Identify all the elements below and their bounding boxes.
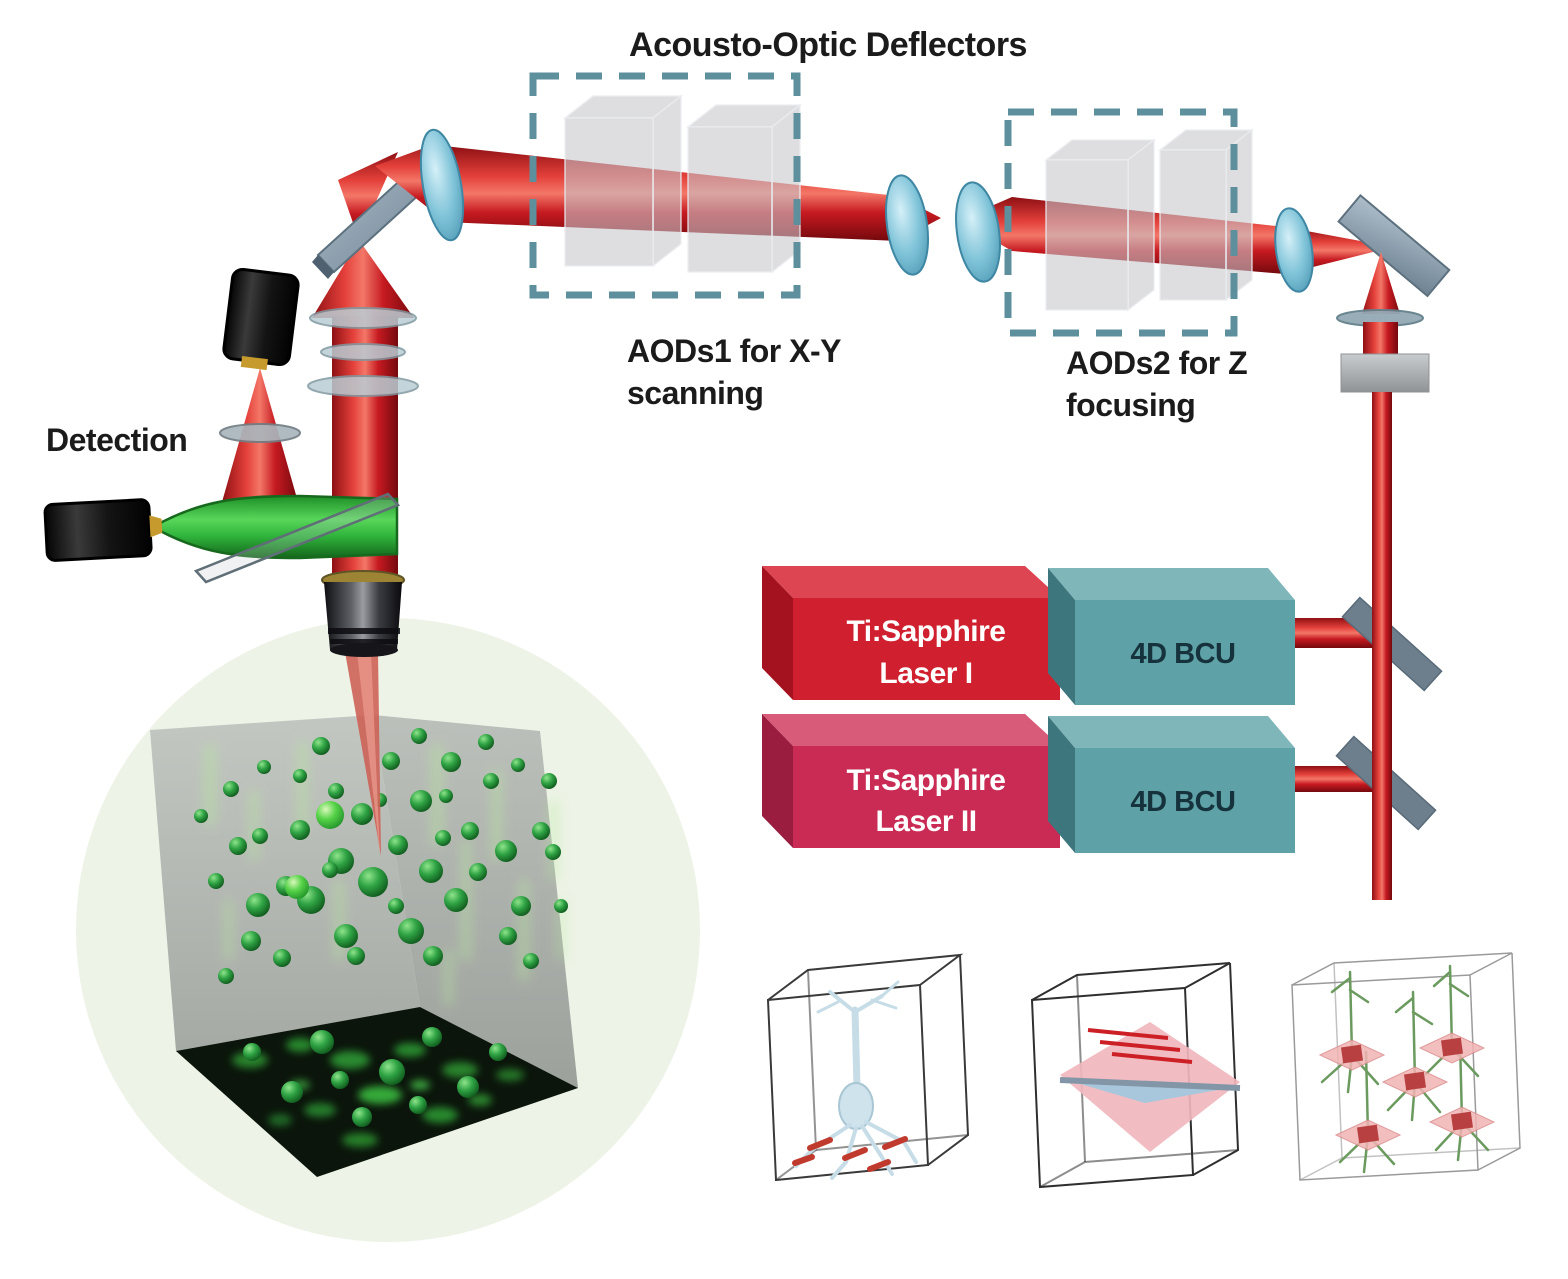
inset3-soma-planes	[1318, 1032, 1496, 1151]
laser2-label-line1: Ti:Sapphire	[847, 764, 1006, 797]
fluorescent-beads	[194, 728, 568, 1127]
text-labels: Acousto-Optic Deflectors Detection AODs1…	[46, 26, 1248, 458]
up-cone-beam	[1362, 252, 1400, 314]
aods2-dashed-box	[1004, 108, 1238, 337]
pmt-connector-gold	[240, 355, 268, 371]
aod2-crystals	[1043, 128, 1255, 312]
laser1-label-line1: Ti:Sapphire	[847, 615, 1006, 648]
expanding-cone	[312, 240, 414, 318]
inset-multi-neuron	[1291, 952, 1521, 1181]
bcu1-box: 4D BCU	[1048, 568, 1295, 705]
aods1-label-line2: scanning	[627, 375, 763, 411]
pmt-detector-top	[222, 267, 300, 371]
aods1-dashed-box	[529, 72, 801, 299]
detection-label: Detection	[46, 422, 187, 458]
inset-single-neuron	[766, 953, 970, 1182]
inset3-wireframe-cube	[1291, 952, 1521, 1181]
bcu2-label: 4D BCU	[1131, 786, 1236, 818]
beam-expander-lens	[419, 128, 465, 242]
aods2-label-line1: AODs2 for Z	[1066, 345, 1247, 381]
column-lenses	[307, 307, 419, 397]
laser2-label-line2: Laser II	[875, 805, 976, 838]
mirror-to-focus-beam	[338, 152, 398, 240]
bcu2-box: 4D BCU	[1048, 716, 1295, 853]
wall-green-streaks	[205, 742, 564, 1005]
inset1-wireframe-cube	[766, 953, 970, 1182]
inset3-neurons	[1320, 964, 1490, 1174]
right-beam-path	[1288, 193, 1451, 900]
aod1-crystals	[562, 94, 803, 274]
vertical-beam	[1372, 392, 1392, 900]
laser-bcu-block: Ti:Sapphire Laser I 4D BCU Ti:Sapphire L…	[762, 566, 1295, 853]
objective-lens	[321, 570, 405, 657]
fluorescent-beads-front	[334, 803, 388, 948]
inset2-plane-edge	[1059, 1077, 1241, 1091]
green-emission-beam	[150, 494, 399, 560]
sample-volume	[76, 618, 700, 1242]
pockels-cell-block	[1340, 353, 1430, 393]
pmt-left-connector-gold	[149, 515, 163, 538]
inset1-linescan-marks	[792, 1136, 908, 1172]
focusing-lens	[1274, 207, 1314, 293]
aods1-unit	[529, 72, 803, 299]
pmt-detector-left	[43, 498, 163, 562]
detection-path	[43, 267, 401, 584]
dichroic-mirror	[193, 492, 401, 584]
diagram-title: Acousto-Optic Deflectors	[629, 26, 1027, 64]
inset2-scan-lines	[1087, 1028, 1193, 1064]
aods1-label-line1: AODs1 for X-Y	[627, 333, 841, 369]
inset-tilted-plane	[1030, 962, 1241, 1189]
laser1-label-line2: Laser I	[879, 657, 972, 690]
relay-lenses	[885, 174, 1001, 283]
laser1-box: Ti:Sapphire Laser I	[762, 566, 1060, 700]
aods2-label-line2: focusing	[1066, 387, 1195, 423]
aods2-unit	[1004, 108, 1255, 337]
bcu1-label: 4D BCU	[1131, 638, 1236, 670]
collection-lens	[219, 423, 301, 443]
excitation-beam-into-sample	[345, 652, 381, 856]
laser2-box: Ti:Sapphire Laser II	[762, 714, 1060, 848]
